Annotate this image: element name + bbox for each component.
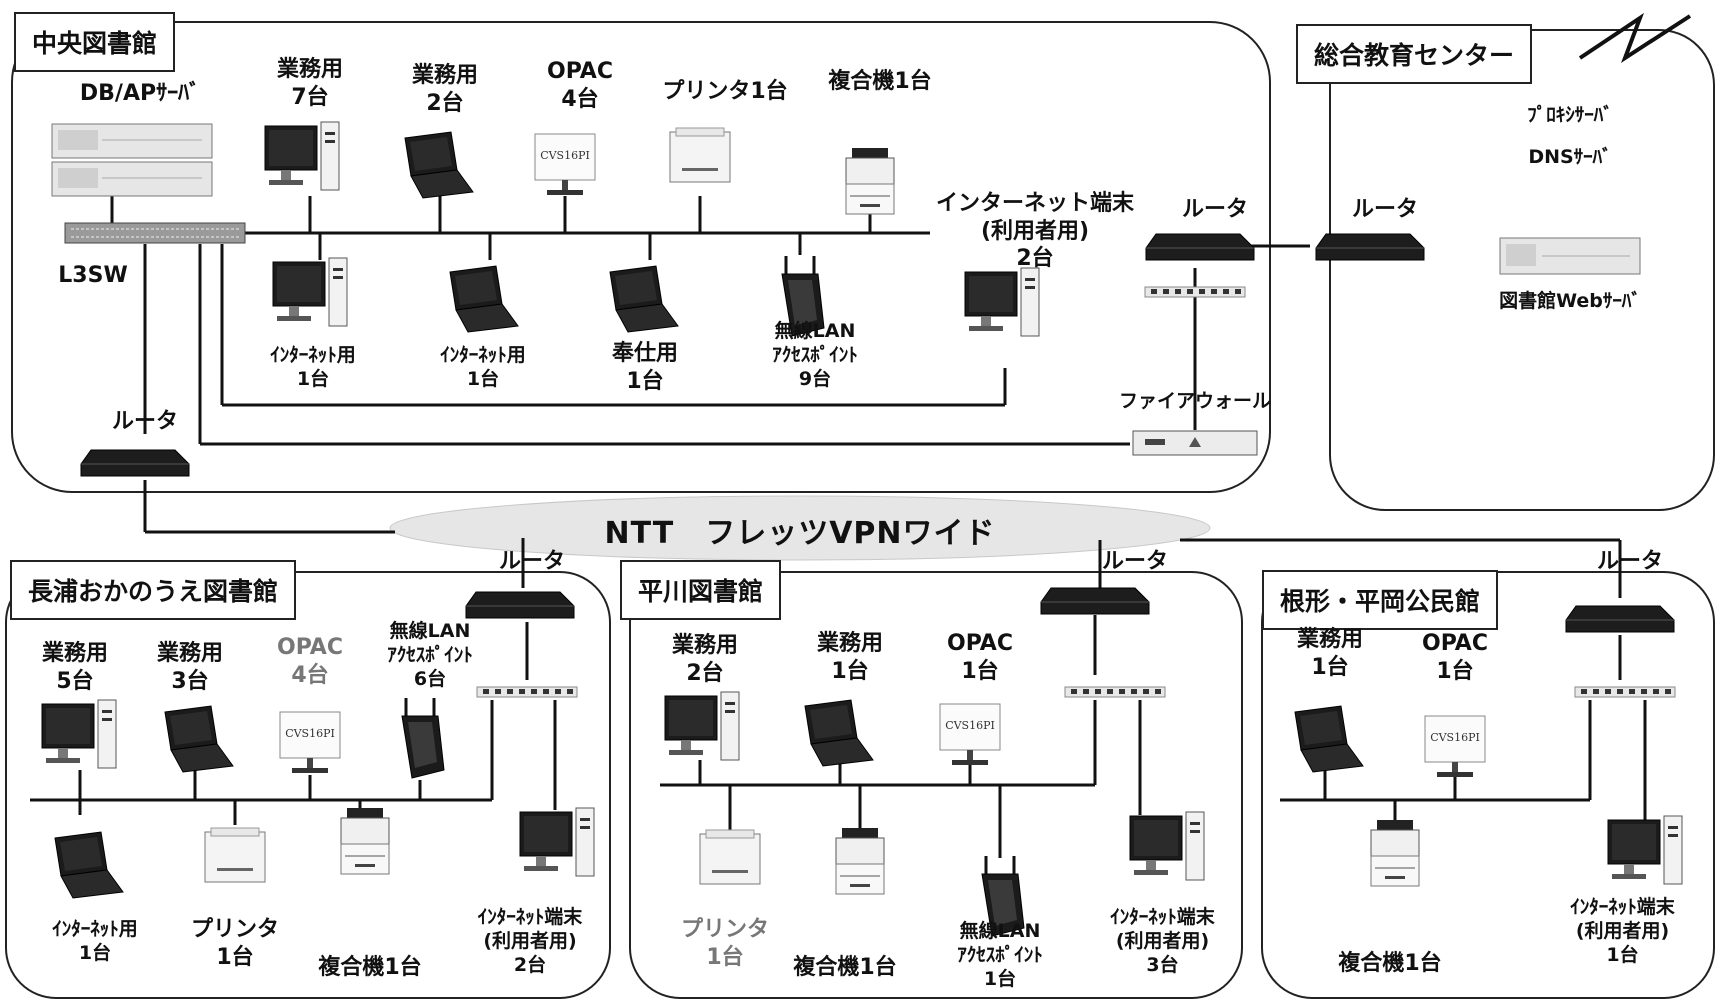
hirakawa-patron-terminal-label: ｲﾝﾀｰﾈｯﾄ端末 (利用者用) 3台 bbox=[1110, 906, 1215, 976]
nagaura-router-icon bbox=[465, 591, 575, 619]
nagaura-printer-label: プリンタ 1台 bbox=[190, 917, 279, 970]
nagaura-internet-laptop-icon bbox=[54, 831, 124, 899]
hirakawa-opac-label: OPAC 1台 bbox=[947, 631, 1013, 684]
central-hub-icon bbox=[1144, 286, 1246, 298]
hirakawa-printer-label: プリンタ 1台 bbox=[680, 917, 769, 970]
proxy-server-label: ﾌﾟﾛｷｼｻｰﾊﾞ bbox=[1527, 104, 1613, 126]
hirakawa-mfp-icon bbox=[835, 827, 885, 895]
nagaura-patron-pc-icon bbox=[519, 807, 595, 877]
nemukata-router-icon bbox=[1565, 605, 1675, 633]
hirakawa-hub-icon bbox=[1064, 686, 1166, 698]
hirakawa-library-title: 平川図書館 bbox=[620, 560, 782, 620]
edu-router-icon bbox=[1315, 233, 1425, 261]
business-pc-icon bbox=[264, 121, 340, 191]
internet-pc-label: ｲﾝﾀｰﾈｯﾄ用 1台 bbox=[270, 344, 356, 390]
hirakawa-business-laptop-icon bbox=[804, 699, 874, 767]
web-server-label: 図書館Webｻｰﾊﾞ bbox=[1499, 290, 1641, 312]
dns-server-label: DNSｻｰﾊﾞ bbox=[1528, 146, 1612, 168]
internet-laptop-label: ｲﾝﾀｰﾈｯﾄ用 1台 bbox=[440, 344, 526, 390]
central-router-icon bbox=[80, 449, 190, 477]
central-frame bbox=[11, 21, 1271, 493]
wan-link-mark bbox=[1578, 12, 1692, 63]
central-router-label: ルータ bbox=[111, 409, 178, 434]
vpn-cloud-shape bbox=[389, 495, 1211, 561]
firewall-icon bbox=[1132, 430, 1258, 456]
hirakawa-frame bbox=[629, 571, 1243, 999]
vpn-label: NTT フレッツVPNワイド bbox=[604, 516, 996, 551]
nagaura-business-laptop-label: 業務用 3台 bbox=[156, 641, 223, 694]
nagaura-router-label: ルータ bbox=[498, 549, 565, 574]
edu-router-label: ルータ bbox=[1351, 197, 1418, 222]
mfp-label: 複合機1台 bbox=[828, 69, 932, 94]
db-ap-server-label: DB/APｻｰﾊﾞ bbox=[79, 81, 201, 106]
hirakawa-printer-icon bbox=[699, 829, 761, 885]
nemukata-mfp-label: 複合機1台 bbox=[1338, 951, 1442, 976]
business-pc-label: 業務用 7台 bbox=[276, 57, 343, 110]
nagaura-business-pc-icon bbox=[41, 699, 117, 769]
opac-terminal-icon bbox=[534, 133, 596, 196]
l3-switch-icon bbox=[64, 222, 246, 244]
hirakawa-business-laptop-label: 業務用 1台 bbox=[816, 631, 883, 684]
db-ap-server-icon bbox=[51, 123, 213, 197]
internet-laptop-icon bbox=[449, 265, 519, 333]
patron-internet-terminal-label: インターネット端末 (利用者用) 2台 bbox=[935, 191, 1134, 271]
central-wan-router-icon bbox=[1145, 233, 1255, 261]
hirakawa-mfp-label: 複合機1台 bbox=[793, 955, 897, 980]
nemukata-opac-label: OPAC 1台 bbox=[1422, 631, 1488, 684]
nagaura-business-pc-label: 業務用 5台 bbox=[41, 641, 108, 694]
patron-internet-pc-icon bbox=[964, 267, 1040, 337]
nagaura-opac-icon bbox=[279, 711, 341, 774]
nagaura-opac-label: OPAC 4台 bbox=[277, 635, 343, 688]
nemukata-router-label: ルータ bbox=[1596, 549, 1663, 574]
firewall-label: ファイアウォール bbox=[1118, 390, 1271, 412]
wireless-ap-label: 無線LAN ｱｸｾｽﾎﾟｲﾝﾄ 9台 bbox=[772, 320, 858, 390]
nemukata-mfp-icon bbox=[1370, 819, 1420, 887]
nemukata-business-laptop-icon bbox=[1294, 705, 1364, 773]
hirakawa-opac-icon bbox=[939, 703, 1001, 766]
nagaura-wireless-ap-icon bbox=[400, 696, 446, 780]
internet-pc-icon bbox=[272, 257, 348, 327]
hirakawa-router-icon bbox=[1040, 587, 1150, 615]
business-laptop-icon bbox=[404, 131, 474, 199]
central-library-title: 中央図書館 bbox=[14, 12, 176, 72]
connection-lines bbox=[30, 170, 1647, 858]
opac-label: OPAC 4台 bbox=[547, 59, 613, 112]
nagaura-patron-terminal-label: ｲﾝﾀｰﾈｯﾄ端末 (利用者用) 2台 bbox=[477, 906, 583, 976]
hirakawa-business-pc-label: 業務用 2台 bbox=[671, 633, 738, 686]
nemukata-patron-terminal-label: ｲﾝﾀｰﾈｯﾄ端末 (利用者用) 1台 bbox=[1570, 896, 1675, 966]
nagaura-wireless-ap-label: 無線LAN ｱｸｾｽﾎﾟｲﾝﾄ 6台 bbox=[387, 620, 473, 690]
l3sw-label: L3SW bbox=[58, 263, 128, 288]
nagaura-mfp-label: 複合機1台 bbox=[318, 955, 422, 980]
nemukata-patron-pc-icon bbox=[1607, 815, 1683, 885]
hirakawa-router-label: ルータ bbox=[1101, 549, 1168, 574]
hirakawa-patron-pc-icon bbox=[1129, 811, 1205, 881]
nagaura-library-title: 長浦おかのうえ図書館 bbox=[10, 560, 297, 620]
nagaura-mfp-icon bbox=[340, 807, 390, 875]
nagaura-business-laptop-icon bbox=[164, 705, 234, 773]
service-laptop-icon bbox=[609, 265, 679, 333]
central-wan-router-label: ルータ bbox=[1181, 197, 1248, 222]
hirakawa-wireless-ap-label: 無線LAN ｱｸｾｽﾎﾟｲﾝﾄ 1台 bbox=[957, 920, 1043, 990]
web-server-icon bbox=[1499, 237, 1641, 275]
printer-label: プリンタ1台 bbox=[662, 79, 788, 104]
hirakawa-business-pc-icon bbox=[664, 691, 740, 761]
nagaura-internet-label: ｲﾝﾀｰﾈｯﾄ用 1台 bbox=[52, 918, 138, 964]
nemukata-hub-icon bbox=[1574, 686, 1676, 698]
nemukata-business-laptop-label: 業務用 1台 bbox=[1296, 627, 1363, 680]
edu-center-title: 総合教育センター bbox=[1296, 24, 1533, 84]
nagaura-frame bbox=[5, 571, 611, 999]
nagaura-printer-icon bbox=[204, 827, 266, 883]
printer-icon bbox=[669, 127, 731, 183]
nemukata-opac-icon bbox=[1424, 715, 1486, 778]
multifunction-printer-icon bbox=[845, 147, 895, 215]
service-label: 奉仕用 1台 bbox=[611, 341, 678, 394]
nemukata-hall-title: 根形・平岡公民館 bbox=[1262, 570, 1499, 630]
business-laptop-label: 業務用 2台 bbox=[411, 63, 478, 116]
